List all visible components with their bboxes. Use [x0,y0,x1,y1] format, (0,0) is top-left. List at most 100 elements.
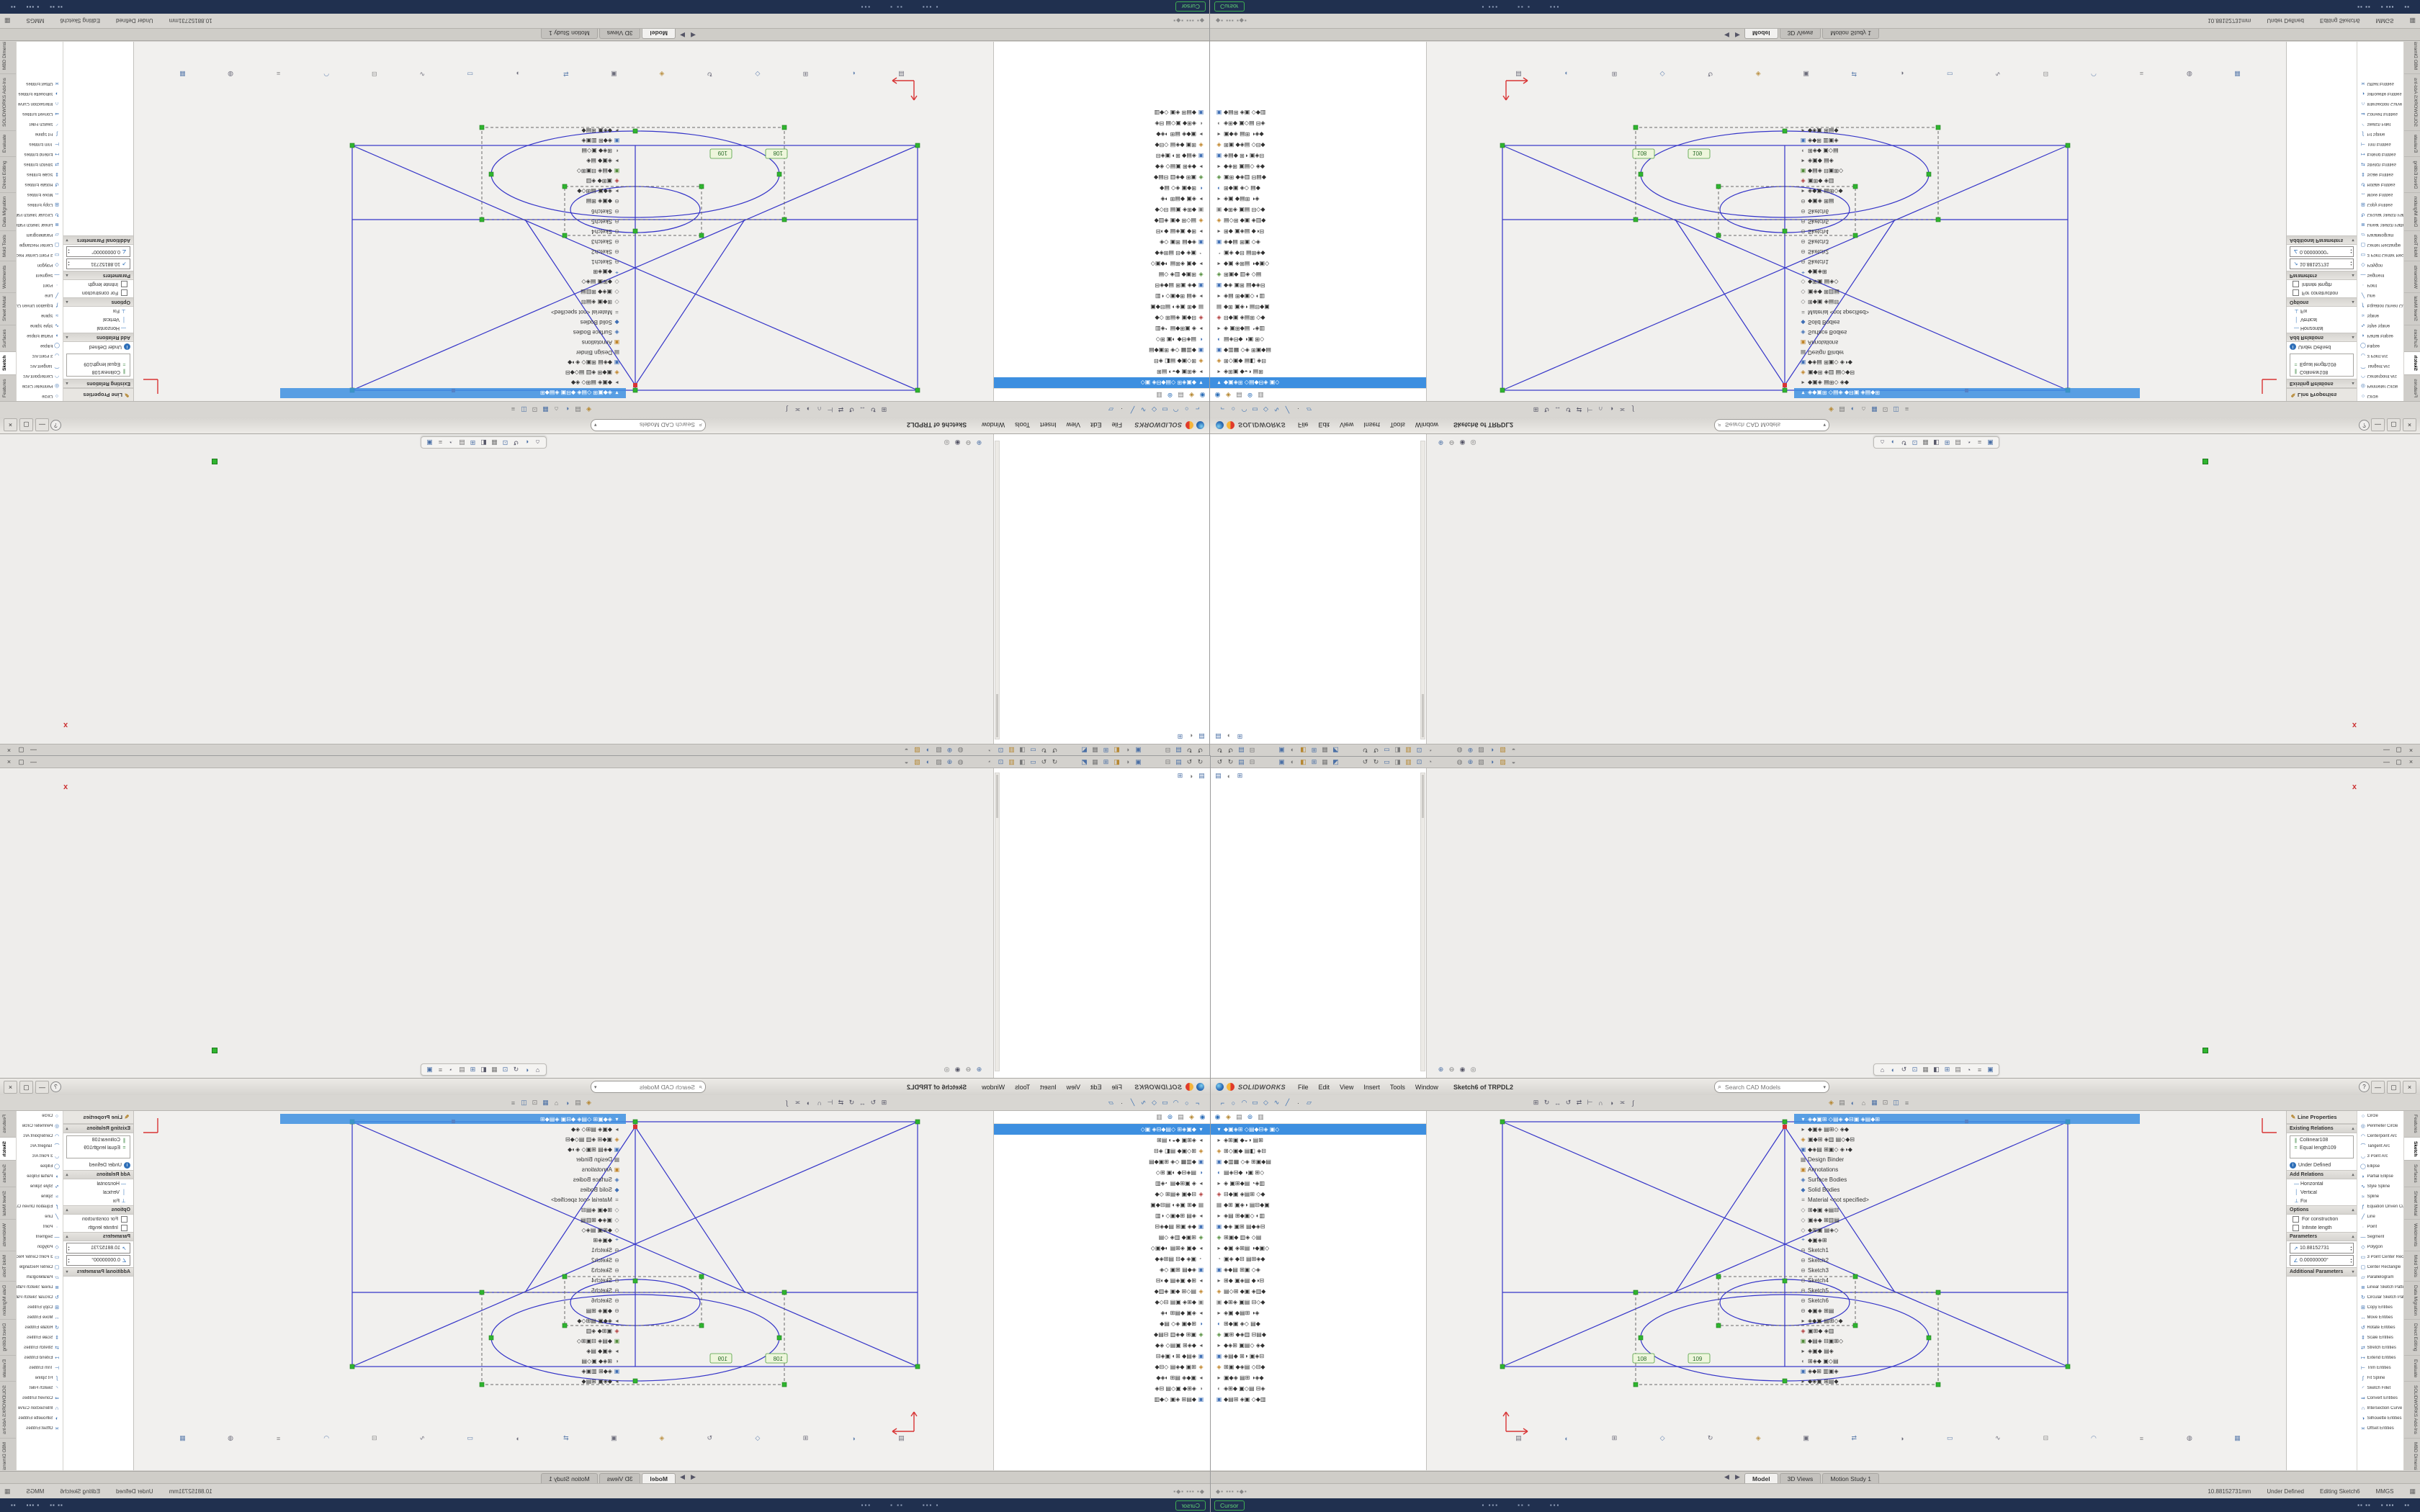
sketch-tool-button[interactable]: ◗ Partial Ellipse [2357,1171,2403,1182]
tree-tab-icon[interactable]: ▤ [1234,390,1244,400]
flyout-tree-row[interactable]: ⌖ ◆▣◈⊞ [1794,267,2140,277]
tab-scroll-icon[interactable]: ▶ [1733,30,1742,40]
toolbar-icon[interactable]: ≡ [274,1434,283,1443]
toolbar-icon[interactable]: ▣ [1134,757,1143,767]
toolbar-icon[interactable]: ▤ [1237,746,1246,755]
flyout-tree-row[interactable]: ▦ Design Binder [1794,348,2140,358]
sketch-tool-button[interactable]: — Segment [2357,270,2403,280]
toolbar-icon[interactable]: ∿ [418,1434,427,1443]
tree-row[interactable]: ▾ ◆▣◈⊞ ◇▤◆⊟◈ ▣◇ [994,1124,1210,1135]
ribbon-icon[interactable]: ◇ [1261,405,1270,414]
command-tab[interactable]: Mold Tools [0,1251,16,1282]
tree-row[interactable]: ◈ ▤◇⊞ ◆▣ ◈▥◆ [1210,1286,1426,1297]
ribbon-icon[interactable]: ⊢ [1585,405,1595,414]
toolbar-icon[interactable]: ↻ [1039,757,1049,767]
sketch-tool-button[interactable]: · Point [17,1222,63,1232]
relation-row[interactable]: ∥ Collinear108 [2290,368,2353,376]
sketch-tool-button[interactable]: ≈ Spline [2357,1192,2403,1202]
command-tab[interactable]: Mold Tools [0,230,16,261]
toolbar-icon[interactable]: ◩ [1080,757,1089,767]
chevron-down-icon[interactable]: ▾ [594,423,597,428]
command-tab[interactable]: Features [2404,374,2420,401]
tree-row[interactable]: ◈ ⊞▣◆ ▥◈ ◇▤ [994,269,1210,280]
panel-icon[interactable]: ▤ [1197,771,1206,780]
tree-row[interactable]: ▦ ◆⊞ ▣◈◑ ▤⊟◆▣ [994,302,1210,312]
ribbon-icon[interactable]: · [1117,405,1126,414]
tree-tab-icon[interactable]: ▤ [1176,390,1186,400]
flyout-tree-row[interactable]: ⊖ Sketch1 [280,1245,626,1255]
ribbon-icon[interactable]: ▭ [1250,405,1260,414]
sketch-tool-button[interactable]: ▢ Center Rectangle [17,240,63,250]
tree-row[interactable]: ◐ ▤◈⊟◆ ◑▣ ⊞◇ [1210,334,1426,345]
sketch-tool-button[interactable]: ∿ Style Spline [17,1182,63,1192]
sketch-tool-button[interactable]: ∫ Fit Spline [17,1373,63,1383]
sketch-tool-button[interactable]: ◎ Perimeter Circle [2357,381,2403,391]
toolbar-icon[interactable]: ▨ [1498,757,1507,767]
flyout-tree-row[interactable]: ⊖ Sketch5 [1794,217,2140,227]
document-tab[interactable]: Model [1744,1473,1778,1484]
document-tab[interactable]: Motion Study 1 [541,1473,598,1484]
view-icon[interactable]: ◎ [942,438,951,447]
toolbar-icon[interactable]: ⊡ [1415,757,1424,767]
taskbar-item[interactable]: ▪▪ ▪ [1518,4,1531,10]
view-icon[interactable]: ◎ [1469,1065,1478,1074]
toolbar-icon[interactable]: ⊟ [1163,746,1173,755]
tree-row[interactable]: ◔ ▣◈ ◆⊟ ▤⊞◈◆ [1210,1254,1426,1264]
flyout-tree-row[interactable]: ▣ ◈◆⊞ ▥▣◈ [1794,1366,2140,1376]
tree-row[interactable]: ◈ ⊞▣ ◆◈▤ ◇⊟◆ [994,140,1210,150]
toolbar-icon[interactable]: ◩ [1080,746,1089,755]
menu-item[interactable]: Tools [1010,420,1035,431]
toolbar-icon[interactable]: ◇ [1658,69,1667,78]
ribbon-icon[interactable]: ∿ [1272,1098,1281,1107]
toolbar-icon[interactable]: ▦ [178,1434,187,1443]
ribbon-icon[interactable]: ∫ [782,405,792,414]
flyout-tree-row[interactable]: ⊖ Sketch1 [1794,1245,2140,1255]
toolbar-icon[interactable]: ▧ [934,746,944,755]
toolbar-icon[interactable]: ▭ [1945,69,1955,78]
toolbar-icon[interactable]: ◑ [923,746,933,755]
option-checkbox-row[interactable]: For construction [63,289,133,297]
tree-row[interactable]: ▣ ◈◆▤ ⊞▣ ◇◈ [994,237,1210,248]
menu-item[interactable]: File [1106,1081,1127,1093]
view-icon[interactable]: ⊖ [1447,438,1456,447]
ribbon-icon[interactable]: ▱ [1304,1098,1314,1107]
command-tab[interactable]: Data Migration [0,1282,16,1320]
tree-row[interactable]: ▸ ◆▣ ◈⊞▤ ◑◆▣◇ [994,1243,1210,1254]
ribbon-icon[interactable]: ◑ [1607,405,1616,414]
document-tab[interactable]: 3D Views [599,1473,641,1484]
sketch-tool-button[interactable]: ◜ Sketch Fillet [2357,119,2403,129]
toolbar-icon[interactable]: ▭ [1028,757,1038,767]
ribbon-icon[interactable]: ○ [1229,1098,1238,1107]
view-icon[interactable]: ⊕ [974,438,984,447]
flyout-tree-row[interactable]: ◈ Surface Bodies [280,328,626,338]
tree-row[interactable]: ▸ ◈▤ ⊞◆▣◇ ◐▥ [994,291,1210,302]
menu-item[interactable]: Insert [1358,420,1385,431]
tree-row[interactable]: ▣ ◈◆▤ ⊞▣ ◇◈ [1210,1264,1426,1275]
sketch-tool-button[interactable]: ↺ Rotate Entities [2357,179,2403,189]
sketch-handle[interactable] [2202,459,2208,464]
flyout-tree-row[interactable]: ▸ ◆▣◈ ▤⊞◇ ◈◆ [280,1124,626,1134]
sketch-tool-button[interactable]: ╱ Line [17,1212,63,1222]
search-input[interactable] [597,1083,696,1092]
menu-item[interactable]: Tools [1385,1081,1410,1093]
tree-row[interactable]: ▸ ▣◆◈ ▤⊞ ◑◈◆ [1210,129,1426,140]
window-control-icon[interactable]: — [28,757,39,767]
toolbar-icon[interactable]: ⊟ [2041,69,2051,78]
sketch-tool-button[interactable]: ≣ Linear Sketch Pattern [17,220,63,230]
command-tab[interactable]: MBD Dimensions [0,42,16,73]
panel-icon[interactable]: ⊞ [1235,771,1245,780]
view-icon[interactable]: ⊞ [1942,438,1952,447]
sketch-tool-button[interactable]: ▭ 3 Point Center Rectangle [2357,250,2403,260]
sketch-tool-button[interactable]: ◡ 3 Point Arc [2357,1151,2403,1161]
panel-scrollbar[interactable] [1420,773,1425,1071]
tree-row[interactable]: ◈ ⊞◇▣◆ ▤◧ ◈⊟ [1210,356,1426,366]
taskbar-item[interactable]: ▪▪ ▪ [889,1502,902,1508]
ribbon-icon[interactable]: ◐ [1848,1098,1857,1107]
flyout-tree-row[interactable]: ⊖ ◆▣◈ ⊞▤ [1794,197,2140,207]
tree-row[interactable]: ◈ ▤◇⊞ ◆▣ ◈▥◆ [994,215,1210,226]
add-relation-button[interactable]: — Horizontal [63,1179,133,1188]
relations-listbox[interactable]: ∥ Collinear108 = Equal length109 [66,354,130,377]
add-relation-button[interactable]: ⊥ Fix [2287,307,2357,315]
sketch-tool-button[interactable]: ◇ Polygon [2357,1242,2403,1252]
tray-item[interactable]: ▪▪ ▪▪ [49,1502,63,1508]
